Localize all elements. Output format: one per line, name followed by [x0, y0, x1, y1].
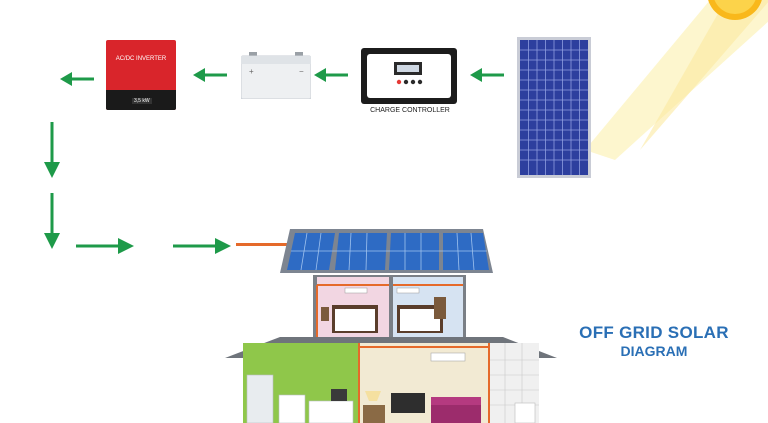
arrow-icon	[60, 72, 94, 86]
diagram-title: OFF GRID SOLAR DIAGRAM	[574, 324, 734, 360]
inverter-name: AC/DC INVERTER	[115, 56, 167, 62]
sun-icon	[708, 0, 762, 20]
inverter-icon: AC/DC INVERTER 3,5 kW	[106, 40, 176, 110]
arrow-icon	[44, 193, 60, 249]
charge-controller-label: CHARGE CONTROLLER	[370, 107, 450, 114]
svg-text:−: −	[299, 67, 304, 76]
title-line-2: DIAGRAM	[620, 343, 688, 359]
sun-rays	[585, 0, 768, 160]
arrow-icon	[44, 122, 60, 178]
arrow-icon	[314, 68, 348, 82]
battery-icon: + −	[241, 52, 311, 99]
solar-panel-icon	[517, 37, 591, 178]
title-line-1: OFF GRID SOLAR	[579, 323, 729, 342]
house-icon	[225, 229, 557, 423]
arrow-icon	[470, 68, 504, 82]
charge-controller	[361, 48, 457, 104]
inverter-rating: 3,5 kW	[132, 98, 152, 104]
power-wire	[236, 243, 292, 246]
svg-text:+: +	[249, 67, 254, 76]
arrow-icon	[173, 238, 231, 254]
arrow-icon	[193, 68, 227, 82]
arrow-icon	[76, 238, 134, 254]
charge-controller-icon	[361, 48, 457, 104]
